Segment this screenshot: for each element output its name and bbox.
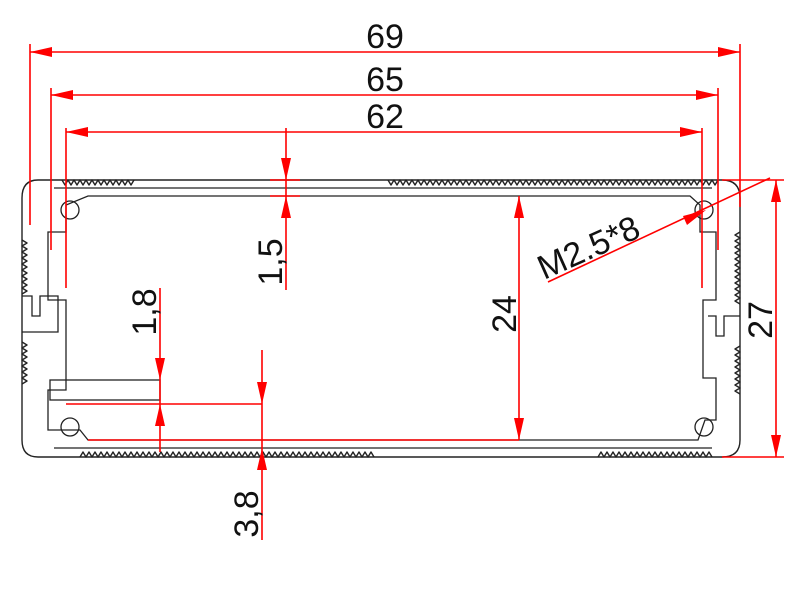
top-left-fins xyxy=(61,179,135,186)
label-3-8: 3,8 xyxy=(228,490,266,537)
dim-3-8-arrow-bottom xyxy=(257,448,267,470)
label-69: 69 xyxy=(366,18,404,56)
inner-cavity xyxy=(47,195,717,441)
dim-24-arrow-top xyxy=(514,196,524,218)
dim-69-arrow-right xyxy=(718,47,740,57)
label-24: 24 xyxy=(486,295,524,333)
screw-boss-top-left xyxy=(60,200,80,220)
label-65: 65 xyxy=(366,61,404,99)
dim-69-arrow-left xyxy=(30,47,52,57)
bottom-left-fins xyxy=(79,451,375,458)
dim-65-arrow-left xyxy=(51,90,73,100)
dim-65-arrow-right xyxy=(696,90,718,100)
bottom-right-fins xyxy=(597,451,713,458)
label-62: 62 xyxy=(366,98,404,136)
screw-boss-bottom-left xyxy=(60,417,80,437)
dim-27-arrow-top xyxy=(771,180,781,202)
screw-leader-line xyxy=(547,177,771,283)
heat-sink-fins xyxy=(21,179,741,458)
left-side-groove xyxy=(22,295,59,333)
right-upper-fins xyxy=(734,231,741,305)
label-1-5: 1,5 xyxy=(252,238,290,285)
label-screw-callout: M2.5*8 xyxy=(532,209,646,288)
dim-1-5-arrow-bottom xyxy=(281,196,291,218)
dim-62-arrow-right xyxy=(680,127,702,137)
screw-boss-bottom-right xyxy=(694,417,714,437)
left-upper-fins xyxy=(21,239,28,295)
dim-62-arrow-left xyxy=(66,127,88,137)
dim-24-arrow-bottom xyxy=(514,418,524,440)
dimension-labels: 69 65 62 1,5 1,8 3,8 24 27 M2.5*8 xyxy=(126,18,780,538)
top-right-fins xyxy=(387,179,719,186)
dim-1-8-arrow-bottom xyxy=(155,404,165,426)
label-27: 27 xyxy=(742,301,780,339)
left-lower-fins xyxy=(21,341,28,385)
dim-3-8-arrow-top xyxy=(257,382,267,404)
dimension-lines xyxy=(29,44,784,540)
dim-1-8-arrow-top xyxy=(155,358,165,380)
label-1-8: 1,8 xyxy=(126,288,164,335)
dim-27-arrow-bottom xyxy=(771,435,781,457)
dim-1-5-arrow-top xyxy=(281,158,291,180)
screw-boss-top-right xyxy=(694,200,714,220)
right-lower-fins xyxy=(734,345,741,395)
screw-leader-arrow xyxy=(683,210,706,225)
right-side-groove xyxy=(708,315,740,337)
